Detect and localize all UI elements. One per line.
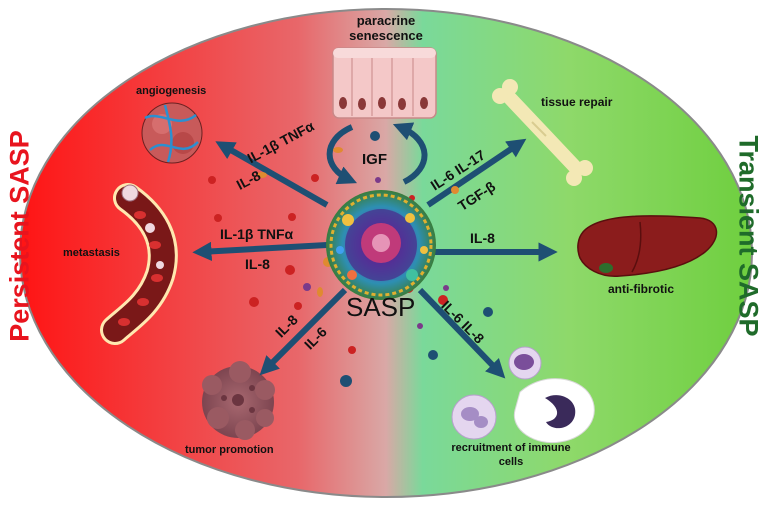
cytokine-fibro-1: IL-8	[470, 230, 495, 246]
metastasis-vessel-icon	[100, 183, 178, 345]
tumor-promotion-label: tumor promotion	[185, 444, 274, 456]
transient-sasp-text: Transient SASP	[733, 135, 764, 337]
igf-label: IGF	[362, 151, 387, 168]
immune-recruitment-label: recruitment of immune cells	[451, 442, 571, 468]
sasp-label: SASP	[346, 292, 416, 322]
angiogenesis-icon	[141, 102, 203, 164]
arrow-to-metastasis	[192, 241, 328, 261]
angiogenesis-label: angiogenesis	[136, 85, 207, 97]
paracrine-senescence-label: paracrine senescence	[349, 13, 423, 43]
cytokine-meta-2: IL-8	[245, 256, 270, 272]
persistent-sasp-text: Persistent SASP	[4, 130, 35, 342]
arrow-to-angiogenesis	[215, 141, 329, 208]
epithelium-icon	[332, 47, 437, 119]
arrow-to-tissue-repair	[426, 138, 527, 208]
liver-icon	[577, 215, 718, 277]
arrow-to-immune	[417, 287, 506, 379]
senescent-cell-icon	[326, 190, 436, 300]
arrow-to-tumor	[259, 287, 348, 376]
bone-icon	[492, 79, 593, 186]
anti-fibrotic-label: anti-fibrotic	[608, 282, 674, 296]
arrows	[192, 138, 558, 379]
igf-loop-left-arrow	[326, 124, 358, 185]
metastasis-label: metastasis	[63, 247, 120, 259]
immune-cells-icon	[451, 346, 595, 444]
tissue-repair-label: tissue repair	[541, 95, 613, 109]
tumor-icon	[202, 361, 275, 440]
igf-loop-right-arrow	[392, 122, 428, 185]
cytokine-meta-1: IL-1β TNFα	[220, 226, 294, 242]
